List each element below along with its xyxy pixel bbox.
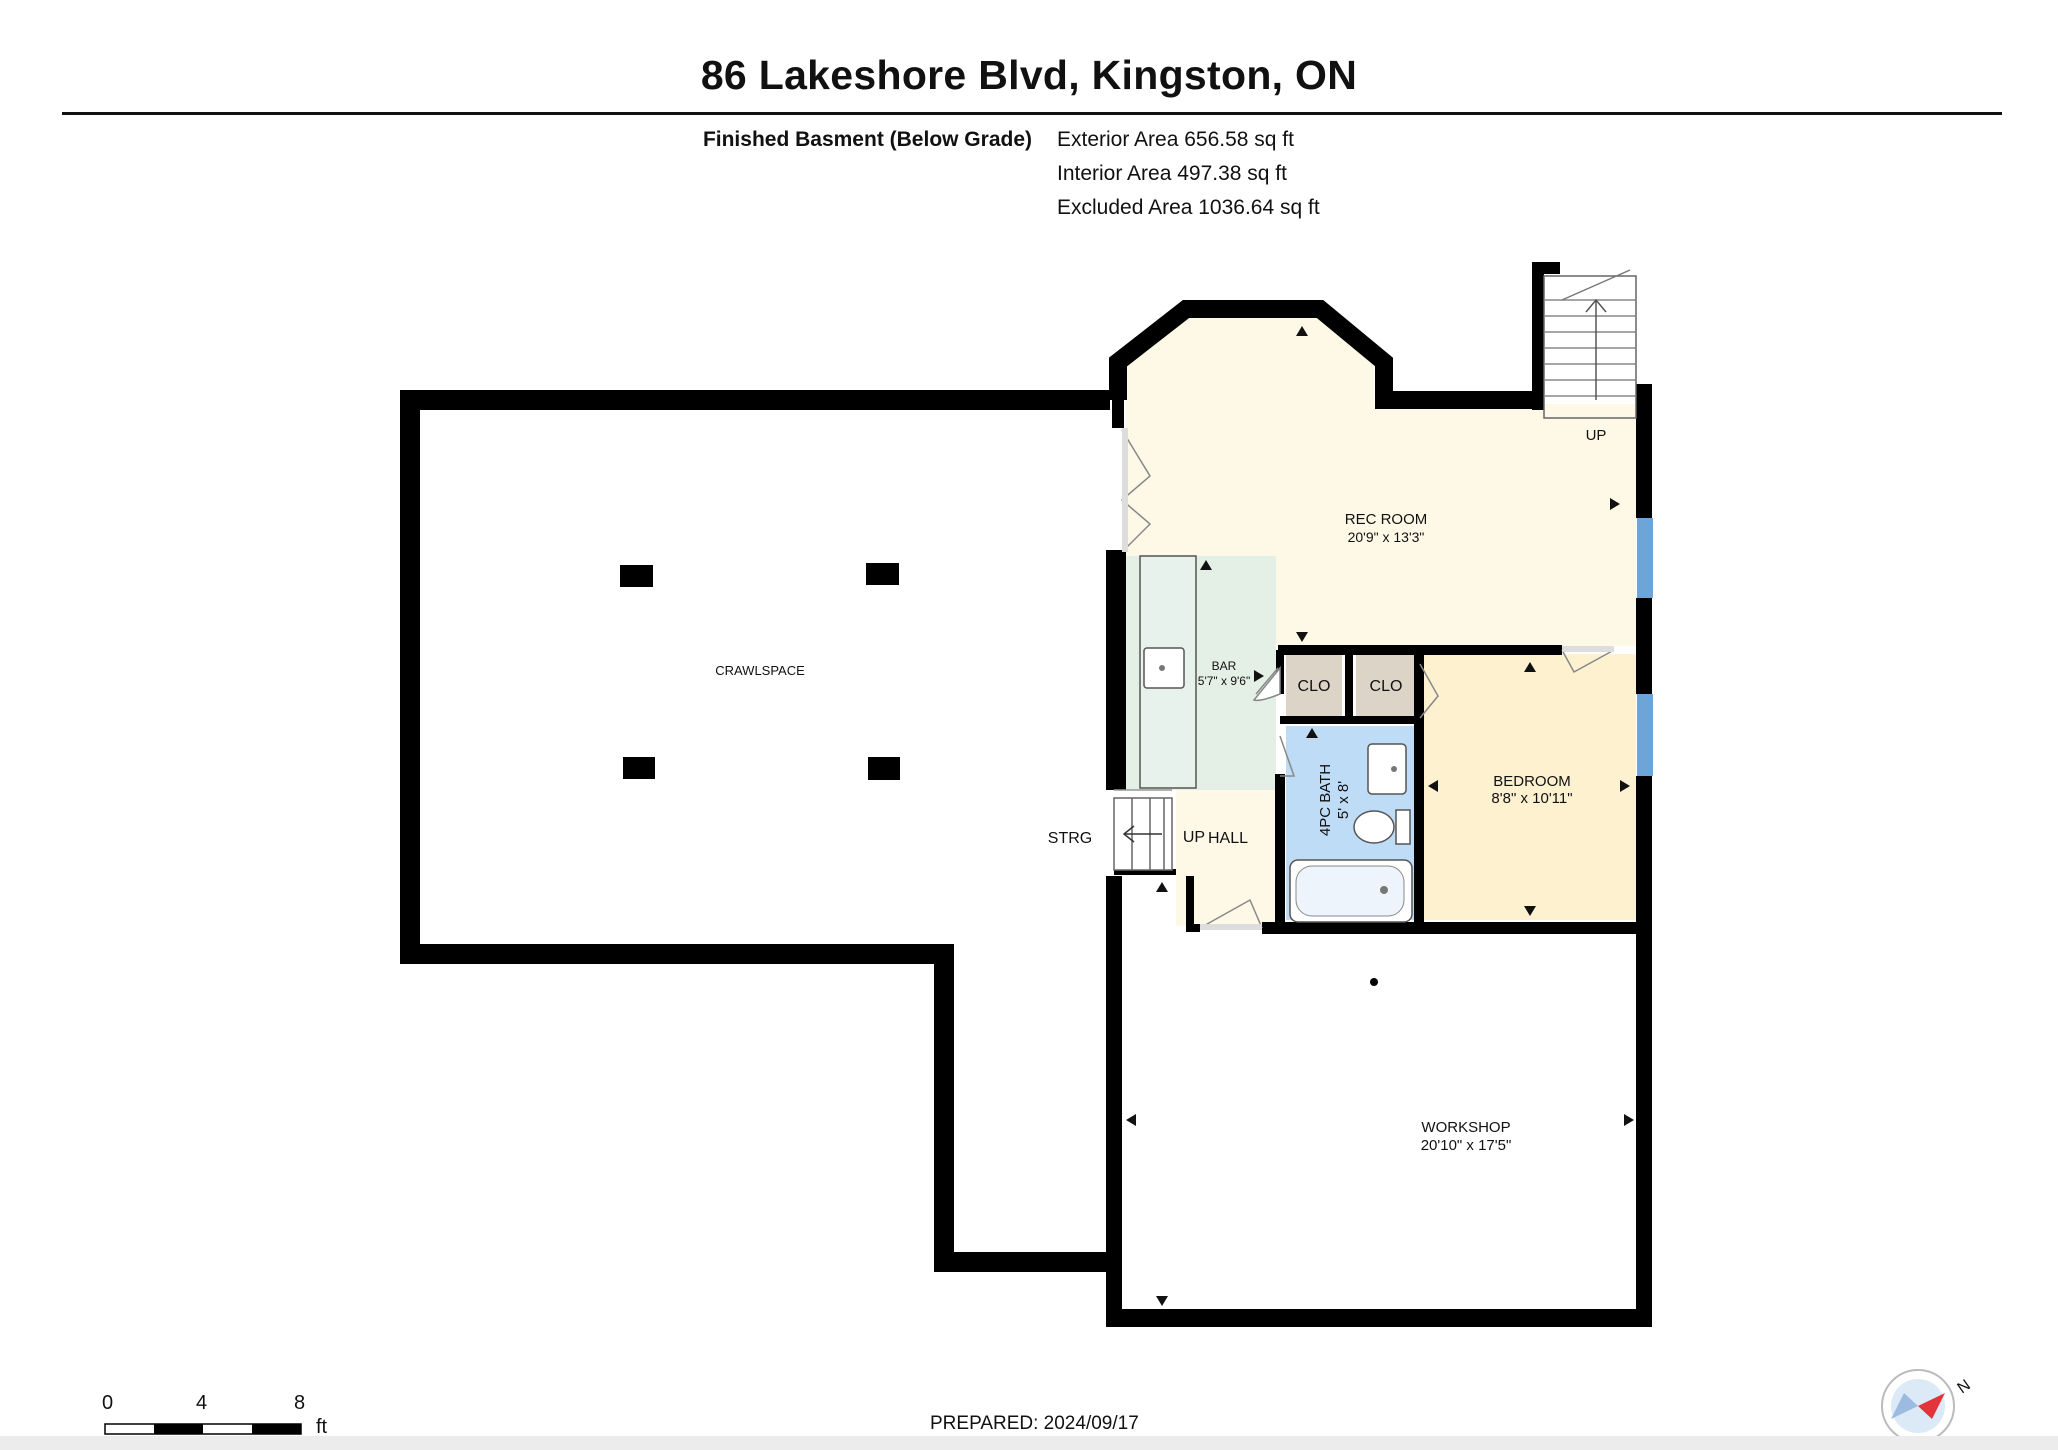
exterior-area: Exterior Area 656.58 sq ft [1057, 128, 1294, 151]
rec-room-bay-walls [1109, 300, 1538, 409]
interior-area: Interior Area 497.38 sq ft [1057, 162, 1287, 185]
page-bottom-band [0, 1436, 2058, 1450]
bath-name: 4PC BATH [1317, 764, 1334, 836]
scale-unit: ft [316, 1416, 328, 1438]
door-threshold [1122, 428, 1128, 552]
bathtub-inner [1295, 865, 1405, 917]
vanity-sink [1367, 743, 1407, 795]
door-swings [1120, 429, 1615, 929]
main-stairs-up: UP [1586, 427, 1607, 444]
dimension-arrows [1126, 326, 1634, 1306]
closet-1-fill [1286, 654, 1342, 716]
prepared-date: PREPARED: 2024/09/17 [930, 1413, 1139, 1434]
sink-drain [1159, 665, 1165, 671]
door-threshold [1200, 924, 1262, 930]
window [1637, 518, 1653, 598]
vanity-drain [1391, 766, 1397, 772]
storage-name: STRG [1048, 830, 1092, 847]
scale-tick-8: 8 [294, 1392, 306, 1414]
door-threshold [1562, 646, 1614, 652]
toilet-tank [1395, 809, 1411, 845]
support-post [866, 563, 899, 585]
workshop-drain [1370, 978, 1378, 986]
bar-dims: 5'7" x 9'6" [1198, 674, 1250, 688]
small-stairs-up: UP [1183, 829, 1205, 846]
support-post [623, 757, 655, 779]
support-post [620, 565, 653, 587]
tub-drain [1380, 886, 1388, 894]
crawlspace-name: CRAWLSPACE [715, 663, 805, 678]
scale-bar [104, 1423, 302, 1435]
floor-label: Finished Basment (Below Grade) [702, 128, 1032, 151]
bedroom-fill [1424, 654, 1636, 920]
scale-tick-4: 4 [196, 1392, 208, 1414]
main-stairs [1543, 269, 1637, 419]
closet-1-name: CLO [1298, 678, 1331, 695]
compass-icon [1881, 1369, 1955, 1443]
workshop-dims: 20'10" x 17'5" [1421, 1137, 1512, 1154]
compass-north-label: N [1955, 1377, 1974, 1398]
stair-walls [1532, 262, 1560, 410]
hall-name: HALL [1208, 830, 1248, 847]
closet-2-name: CLO [1370, 678, 1403, 695]
bar-name: BAR [1212, 659, 1237, 673]
closet-2-fill [1356, 654, 1418, 716]
page-title: 86 Lakeshore Blvd, Kingston, ON [700, 52, 1358, 98]
rec-room-name: REC ROOM [1345, 511, 1428, 528]
scale-tick-0: 0 [102, 1392, 114, 1414]
bedroom-dims: 8'8" x 10'11" [1491, 790, 1572, 807]
title-divider [62, 112, 2002, 115]
window [1637, 694, 1653, 776]
rec-room-dims: 20'9" x 13'3" [1348, 529, 1425, 545]
small-stairs [1113, 789, 1173, 871]
crawlspace-walls [400, 390, 1114, 1272]
excluded-area: Excluded Area 1036.64 sq ft [1057, 196, 1320, 219]
workshop-name: WORKSHOP [1421, 1119, 1510, 1136]
toilet-bowl [1353, 810, 1395, 844]
support-post [868, 757, 900, 780]
bedroom-name: BEDROOM [1493, 773, 1571, 790]
bath-dims: 5' x 8' [1335, 781, 1352, 819]
